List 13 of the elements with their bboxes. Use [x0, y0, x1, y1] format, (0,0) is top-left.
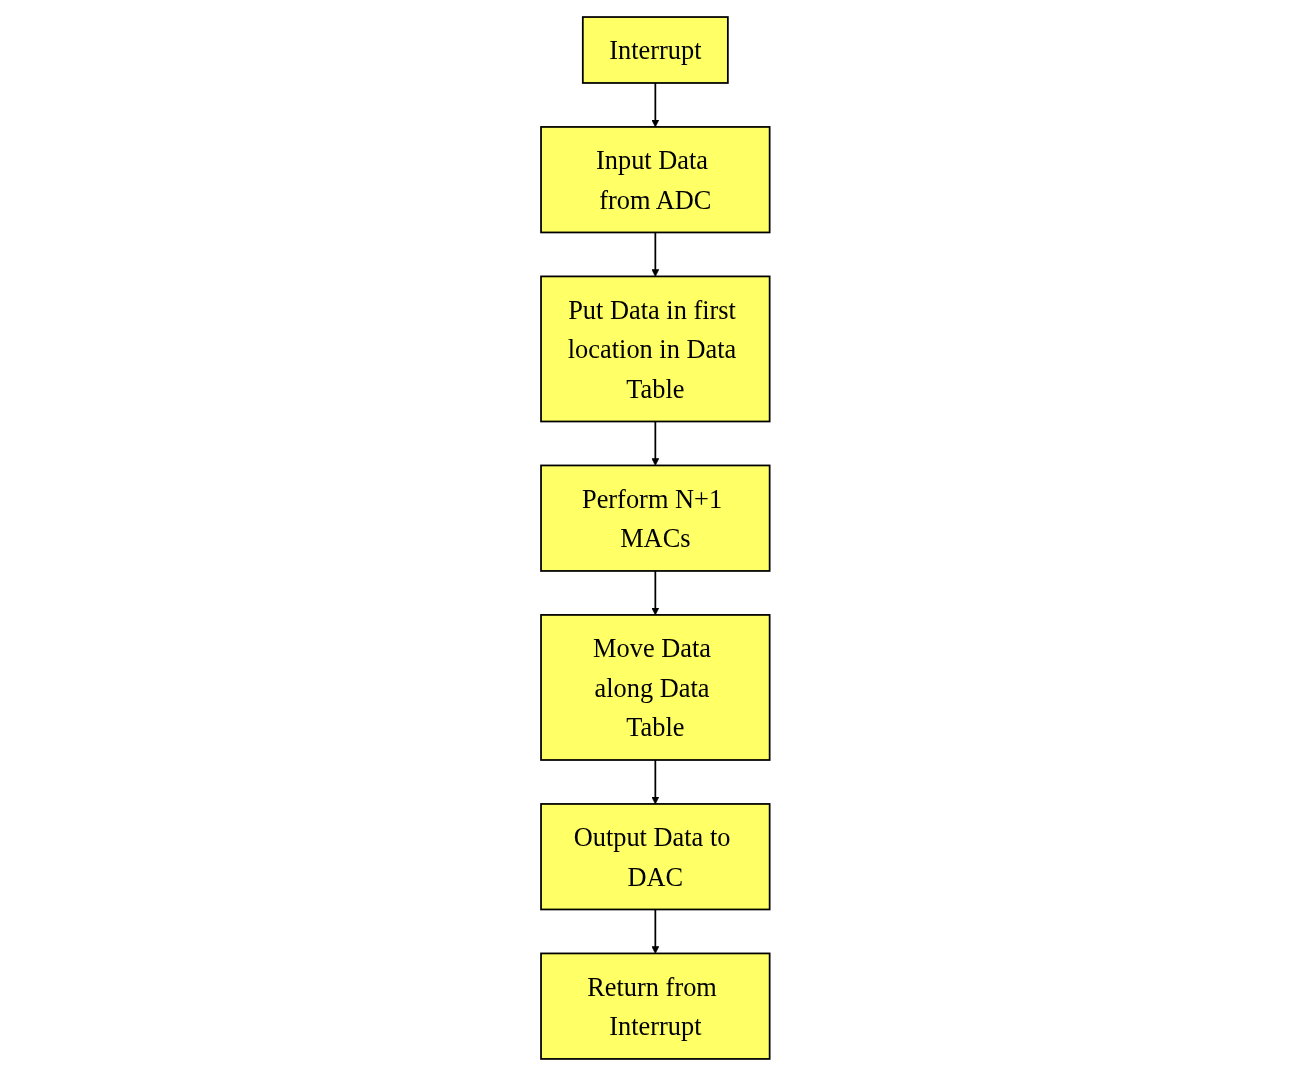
node-box: Interrupt — [582, 16, 729, 84]
node-box: Return from Interrupt — [540, 952, 771, 1060]
node-box: Perform N+1 MACs — [540, 464, 771, 572]
arrow — [651, 908, 660, 954]
node-box: Output Data to DAC — [540, 803, 771, 911]
node-box: Put Data in first location in Data Table — [540, 275, 771, 423]
arrow — [651, 759, 660, 805]
arrow — [651, 82, 660, 128]
node-box: Move Data along Data Table — [540, 614, 771, 761]
arrow — [651, 231, 660, 277]
arrow — [651, 570, 660, 616]
arrow — [651, 420, 660, 466]
node-box: Input Data from ADC — [540, 126, 771, 234]
